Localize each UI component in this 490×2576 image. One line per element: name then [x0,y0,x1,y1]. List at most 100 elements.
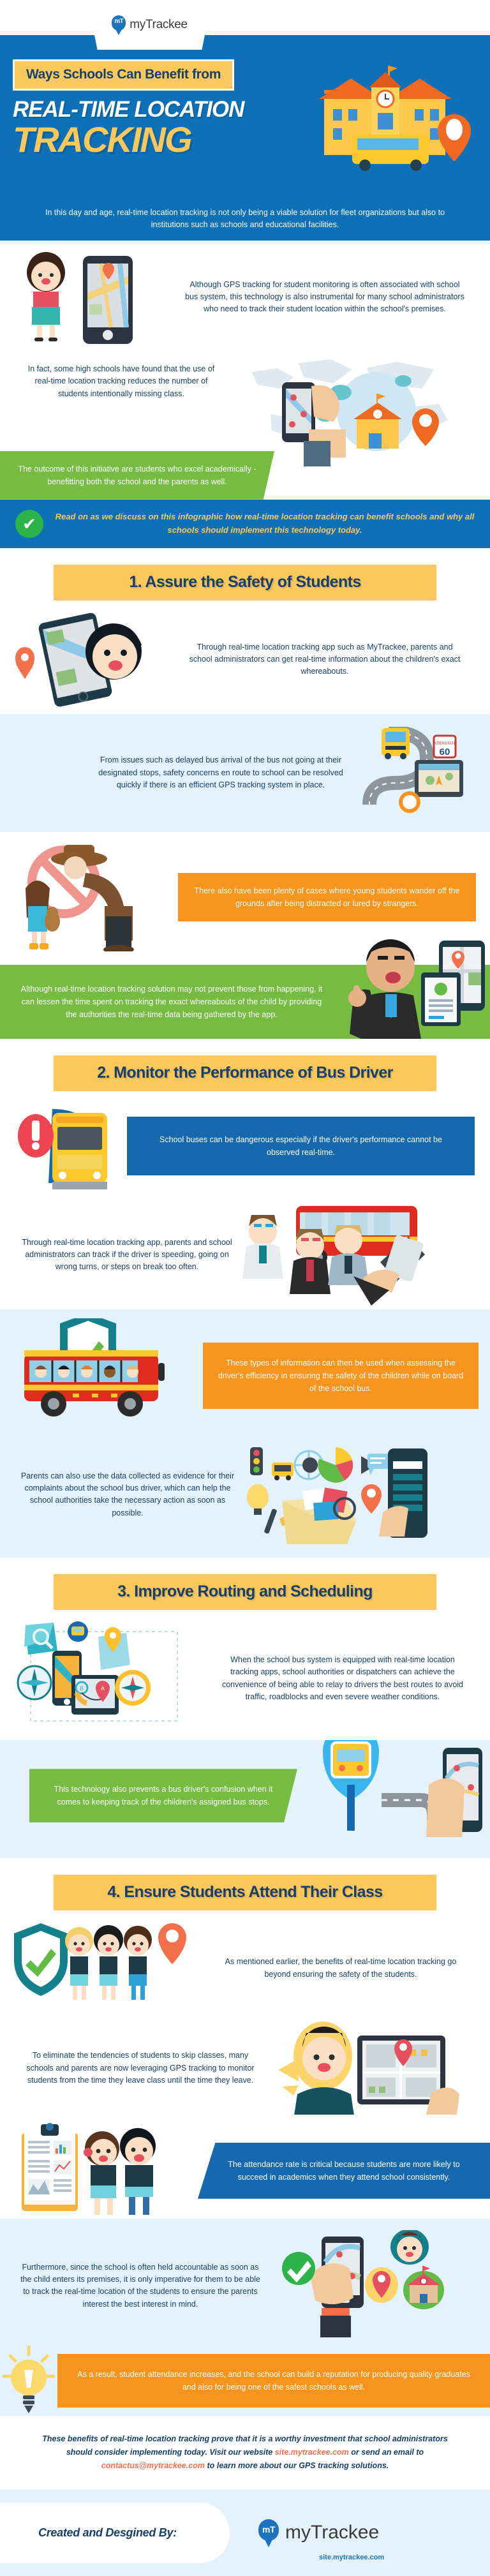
mytrackee-pin-logo-icon-footer: mT [258,2517,279,2549]
section-4: 4. Ensure Students Attend Their Class [0,1874,490,2416]
boy-tablet-map-illustration [15,612,175,708]
footer-bar: Created and Desgined By: mT myTrackee si… [0,2489,490,2576]
section-3-block-1: When the school bus system is equipped w… [221,1655,463,1702]
intro-paragraph-right: Although GPS tracking for student monito… [185,279,464,314]
footer-note-part2: or send an email to [348,2448,424,2457]
hero-title-line2: TRACKING [13,119,193,160]
administrators-bus-icon [242,1205,425,1306]
section-2-lightblue-band: These types of information can then be u… [0,1309,490,1558]
businessman-clipboard-icon [348,939,485,1039]
location-pin-icon [15,646,34,673]
section-1-heading-text: 1. Assure the Safety of Students [129,572,361,591]
logo-wordmark: myTrackee [130,18,188,31]
bus-warning-illustration [15,1101,127,1191]
section-4-block-3: The attendance rate is critical because … [198,2142,490,2199]
intro-blue-strip: ✔ Read on as we discuss on this infograp… [0,499,490,548]
mytrackee-pin-logo-icon: mT [112,14,126,36]
school-building-icon [319,66,471,171]
bus-alert-icon [18,1108,107,1189]
stranger-danger-illustration [9,840,178,955]
hand-phone-icons-illustration [268,2228,477,2342]
section-1: 1. Assure the Safety of Students [0,564,490,1039]
section-4-block-2: To eliminate the tendencies of students … [26,2051,255,2085]
intro-green-callout: The outcome of this initiative are stude… [0,450,274,500]
girl-with-phone-illustration [14,249,174,345]
section-3-heading-text: 3. Improve Routing and Scheduling [117,1582,373,1600]
created-by-pill: Created and Desgined By: [0,2502,230,2563]
section-1-block-1: Through real-time location tracking app … [189,642,461,676]
hero-title-line1: REAL-TIME LOCATION [13,97,244,122]
section-3-heading: 3. Improve Routing and Scheduling [54,1574,436,1610]
section-4-heading-text: 4. Ensure Students Attend Their Class [107,1882,383,1901]
school-bus-shield-illustration [11,1313,203,1433]
students-protected-icon [14,1923,186,2000]
bus-stop-phone-icon [323,1723,482,1837]
check-circle-icon: ✔ [15,509,43,538]
students-shield-illustration [13,1921,204,2016]
hero-banner: Ways Schools Can Benefit from REAL-TIME … [0,35,490,241]
hero-text-group: Ways Schools Can Benefit from REAL-TIME … [13,59,313,197]
attendance-report-icon [22,2122,156,2215]
section-2-block-4: Parents can also use the data collected … [20,1471,235,1517]
section-3-block-2: This technology also prevents a bus driv… [29,1769,297,1823]
footer-logo-wordmark: myTrackee [285,2522,380,2543]
bus-stop-sign-illustration [297,1723,490,1852]
admin-clipboard-illustration [343,939,490,1039]
footer-site-url[interactable]: site.mytrackee.com [319,2554,385,2561]
student-tablet-icon [278,2021,459,2120]
hand-phone-world-illustration [225,353,476,468]
section-2-block-1: School buses can be dangerous especially… [127,1116,475,1175]
smartphone-map-icon [83,255,133,344]
logo-mark-text: mT [114,18,124,25]
routing-tools-illustration: B A [10,1621,208,1736]
bus-route-icon: INTERSTATE 60 [362,724,463,813]
footer-logo-mark-text: mT [262,2524,276,2535]
footer-email-link[interactable]: contactus@mytrackee.com [101,2461,205,2471]
boy-with-tablet-icon [38,613,142,707]
hero-subtitle: In this day and age, real-time location … [45,208,445,230]
brand-logo[interactable]: mT myTrackee [87,0,212,50]
section-2: 2. Monitor the Performance of Bus Driver [0,1055,490,1558]
admins-bus-tablet-illustration [239,1201,475,1309]
intro-paragraph-left: In fact, some high schools have found th… [27,364,215,398]
footer-brand-logo[interactable]: mT myTrackee site.mytrackee.com [258,2517,384,2561]
section-4-block-1: As mentioned earlier, the benefits of re… [225,1957,457,1979]
intro-blue-strip-text: Read on as we discuss on this infographi… [55,511,475,535]
svg-text:60: 60 [440,747,450,757]
bus-route-map-illustration: INTERSTATE 60 [353,724,475,819]
svg-text:INTERSTATE: INTERSTATE [433,742,456,746]
svg-text:B: B [80,1685,84,1692]
section-4-block-5: As a result, student attendance increase… [57,2353,490,2408]
section-4-lightblue-band: Furthermore, since the school is often h… [0,2218,490,2416]
bus-children-shield-icon [24,1313,165,1417]
lightbulb-icon [2,2345,56,2413]
section-4-block-4: Furthermore, since the school is often h… [20,2262,260,2309]
section-2-heading: 2. Monitor the Performance of Bus Driver [54,1055,436,1091]
section-2-block-2: Through real-time location tracking app,… [22,1237,232,1272]
hero-kicker: Ways Schools Can Benefit from [13,59,235,91]
logo-bar: mT myTrackee [0,0,490,50]
data-box-phone-icon [247,1447,427,1551]
created-by-label: Created and Desgined By: [38,2526,177,2539]
section-2-heading-text: 2. Monitor the Performance of Bus Driver [97,1063,393,1082]
section-1-block-4: Although real-time location tracking sol… [0,964,343,1039]
section-2-block-3: These types of information can then be u… [203,1342,479,1409]
stranger-danger-icon [26,844,134,954]
data-collection-illustration [242,1442,477,1551]
global-tracking-icon [251,359,448,466]
student-girl-icon [27,251,65,341]
footer-website-link[interactable]: site.mytrackee.com [274,2448,349,2457]
maps-compass-tablet-icon: B A [17,1621,178,1722]
section-1-lightblue-band: From issues such as delayed bus arrival … [0,713,490,832]
section-1-heading: 1. Assure the Safety of Students [54,564,436,600]
report-students-illustration [13,2122,198,2219]
section-3-lightblue-band: This technology also prevents a bus driv… [0,1723,490,1858]
section-3: 3. Improve Routing and Scheduling [0,1574,490,1858]
section-1-block-2: From issues such as delayed bus arrival … [98,756,343,789]
idea-bulb-illustration [0,2345,57,2416]
footer-note: These benefits of real-time location tra… [0,2415,490,2490]
section-4-heading: 4. Ensure Students Attend Their Class [54,1874,436,1910]
section-1-block-3: There also have been plenty of cases whe… [178,872,476,921]
hero-illustration-school-bus [313,59,477,197]
